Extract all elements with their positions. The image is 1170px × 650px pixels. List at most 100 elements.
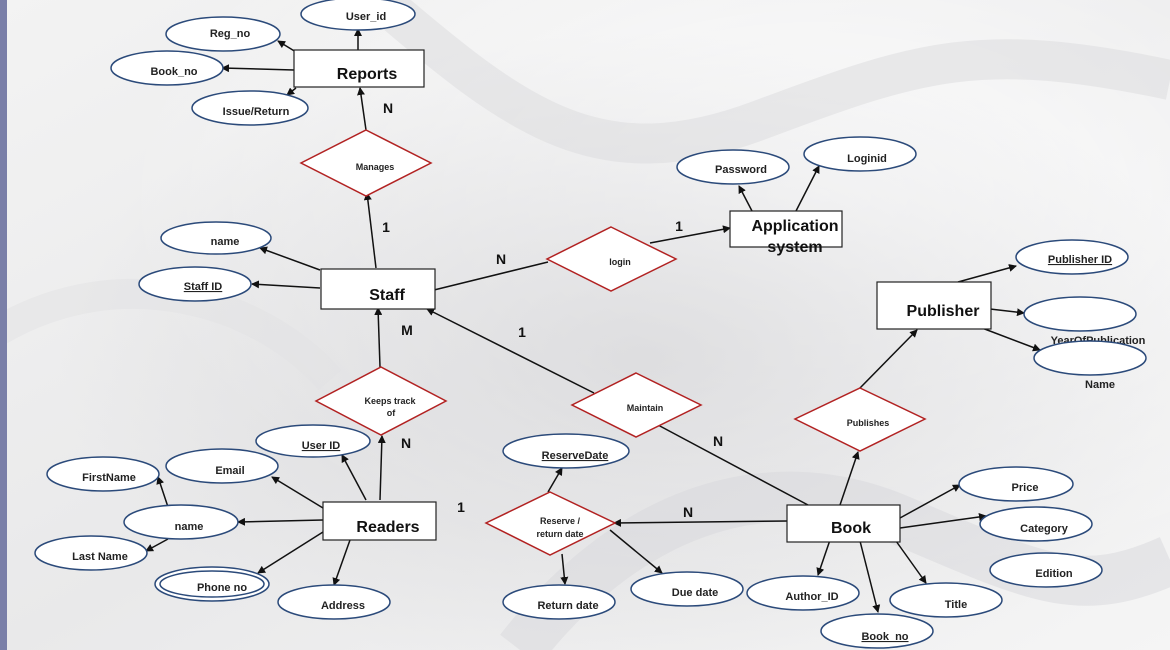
cardinality-reserve-readers: 1 <box>457 499 465 515</box>
attr-year-of-publication[interactable]: YearOfPublication <box>1023 296 1146 347</box>
line-book-publishes <box>839 451 860 506</box>
attr-address[interactable]: Address <box>277 584 391 620</box>
attr-price-label: Price <box>1012 482 1039 494</box>
line-app-loginid <box>795 165 820 212</box>
entity-book-label: Book <box>831 520 871 537</box>
line-reserve-duedate <box>609 529 663 574</box>
line-reports-regno <box>277 40 297 53</box>
line-reserve-returndate <box>560 553 569 585</box>
attr-price[interactable]: Price <box>958 466 1074 502</box>
entity-publisher-label: Publisher <box>907 303 980 320</box>
entity-reports[interactable]: Reports <box>293 49 425 88</box>
attr-publisher-name[interactable]: Name <box>1033 340 1147 391</box>
line-staff-login <box>433 261 549 291</box>
attr-author-id[interactable]: Author_ID <box>746 575 860 611</box>
line-book-authorid <box>816 539 831 576</box>
attr-issue-return[interactable]: Issue/Return <box>191 90 309 126</box>
attr-user-id-top[interactable]: User_id <box>300 0 416 31</box>
cardinality-keeps-readers: N <box>401 435 411 451</box>
line-reserve-reservedate <box>547 467 563 493</box>
attr-publisher-name-label: Name <box>1085 379 1115 391</box>
attr-title[interactable]: Title <box>889 582 1003 618</box>
entity-readers[interactable]: Readers <box>322 501 437 541</box>
relationship-keeps-label-2: of <box>387 408 396 418</box>
attr-book-no-top[interactable]: Book_no <box>110 50 224 86</box>
line-publisher-pubid <box>957 264 1017 283</box>
cardinality-login-staff: N <box>496 251 506 267</box>
cardinality-maintain-staff: 1 <box>518 324 526 340</box>
connector-lines <box>145 28 1041 613</box>
attr-edition[interactable]: Edition <box>989 552 1103 588</box>
cardinality-manages-reports: N <box>383 100 393 116</box>
attr-edition-label: Edition <box>1035 568 1073 580</box>
line-book-title <box>895 540 927 584</box>
attr-due-date-label: Due date <box>672 587 718 599</box>
attr-book-no-top-label: Book_no <box>150 66 197 78</box>
cardinality-reserve-book: N <box>683 504 693 520</box>
attr-loginid-label: Loginid <box>847 153 887 165</box>
attr-phone-no-label: Phone no <box>197 582 247 594</box>
line-readers-userid <box>341 454 367 501</box>
relationship-publishes[interactable]: Publishes <box>793 387 927 452</box>
line-reports-issue <box>286 87 297 96</box>
attr-staff-id-label: Staff ID <box>184 281 223 293</box>
attr-author-id-label: Author_ID <box>785 591 838 603</box>
line-name-firstname <box>156 476 169 508</box>
attr-due-date[interactable]: Due date <box>630 571 744 607</box>
attr-phone-no[interactable]: Phone no <box>154 566 270 602</box>
relationship-publishes-label: Publishes <box>847 418 890 428</box>
relationship-maintain[interactable]: Maintain <box>570 372 703 438</box>
line-login-app <box>649 225 731 244</box>
attr-book-no[interactable]: Book_no <box>820 613 934 649</box>
attr-password[interactable]: Password <box>676 149 790 185</box>
line-maintain-book <box>657 424 809 506</box>
entity-book[interactable]: Book <box>786 504 901 543</box>
attr-return-date[interactable]: Return date <box>502 584 616 620</box>
attr-reg-no[interactable]: Reg_no <box>165 16 281 52</box>
relationship-reserve-return-date[interactable]: Reserve / return date <box>484 491 617 556</box>
attr-reg-no-label: Reg_no <box>210 28 251 40</box>
attr-firstname[interactable]: FirstName <box>46 456 160 492</box>
cardinality-keeps-staff: M <box>401 322 413 338</box>
attr-issue-return-label: Issue/Return <box>223 106 290 118</box>
attr-book-no-label: Book_no <box>861 631 908 643</box>
relationship-login[interactable]: login <box>545 226 678 292</box>
relationship-keeps-track-of[interactable]: Keeps track of <box>314 366 448 436</box>
line-app-password <box>738 185 753 212</box>
attr-reader-name[interactable]: name <box>123 504 239 540</box>
entity-reports-label: Reports <box>337 66 398 83</box>
attr-staff-name-label: name <box>211 236 240 248</box>
attr-last-name[interactable]: Last Name <box>34 535 148 571</box>
attr-user-id-top-label: User_id <box>346 11 386 23</box>
attr-publisher-id[interactable]: Publisher ID <box>1015 239 1129 275</box>
relationship-manages[interactable]: Manages <box>299 129 433 197</box>
attr-reserve-date[interactable]: ReserveDate <box>502 433 630 469</box>
entity-application-system[interactable]: Application system <box>729 210 843 256</box>
cardinality-labels: N 1 N 1 M N 1 N 1 N <box>382 100 723 520</box>
line-readers-phone <box>257 531 324 574</box>
attr-category-label: Category <box>1020 523 1069 535</box>
line-keeps-staff <box>374 307 383 368</box>
line-readers-email <box>271 476 324 509</box>
attr-email[interactable]: Email <box>165 448 279 484</box>
entity-publisher[interactable]: Publisher <box>876 281 992 330</box>
attr-staff-name[interactable]: name <box>160 221 272 255</box>
entity-staff[interactable]: Staff <box>320 268 436 310</box>
line-readers-keeps <box>377 435 386 501</box>
line-staff-manages <box>363 192 377 269</box>
attr-staff-id[interactable]: Staff ID <box>138 266 252 302</box>
relationship-login-label: login <box>609 257 631 267</box>
line-manages-reports <box>357 87 367 131</box>
attr-loginid[interactable]: Loginid <box>803 136 917 172</box>
relationship-manages-label: Manages <box>356 162 395 172</box>
line-book-bookno <box>859 540 881 613</box>
attr-address-label: Address <box>321 600 365 612</box>
entity-appsys-label-2: system <box>767 239 822 256</box>
attr-category[interactable]: Category <box>979 506 1093 542</box>
attr-reader-user-id[interactable]: User ID <box>255 424 371 458</box>
relationship-maintain-label: Maintain <box>627 403 664 413</box>
entity-staff-label: Staff <box>369 287 405 304</box>
attributes: User_id Reg_no Book_no Issue/Return Pass… <box>34 0 1147 649</box>
relationship-reserve-label-2: return date <box>536 529 583 539</box>
